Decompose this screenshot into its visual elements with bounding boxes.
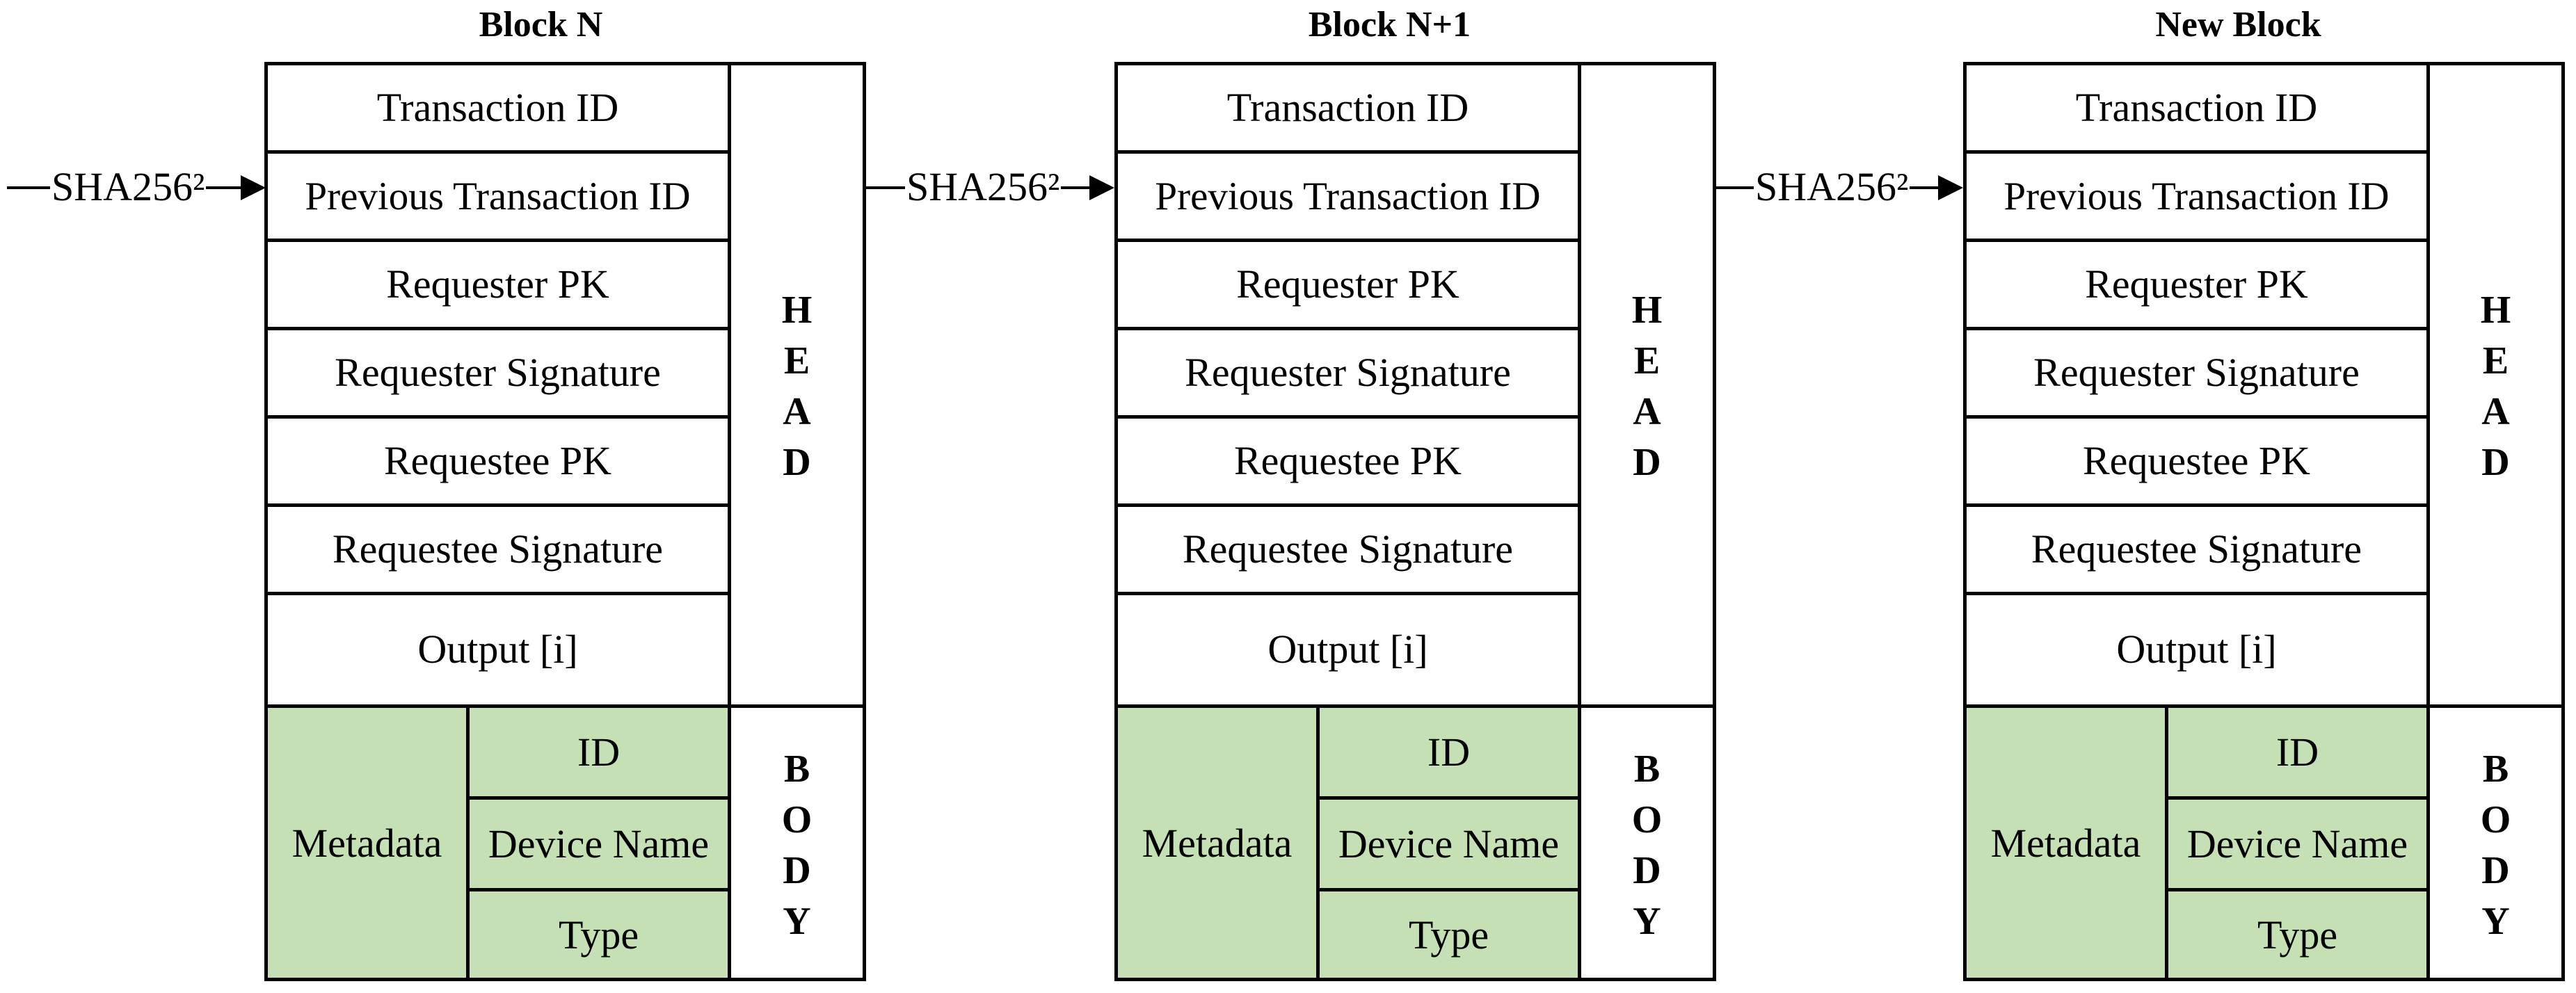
previous-transaction-id-field: Previous Transaction ID — [1963, 150, 2430, 242]
body-letter: B — [1633, 748, 1661, 791]
metadata-cell: Metadata — [264, 704, 470, 981]
metadata-type-field: Type — [1316, 888, 1581, 981]
requester-pk-field: Requester PK — [1963, 239, 2430, 330]
body-letter: D — [783, 849, 811, 892]
hash-link-label: SHA256² — [50, 164, 207, 210]
head-letter: A — [783, 390, 811, 433]
body-letter: O — [1631, 798, 1663, 841]
head-letter: E — [2482, 339, 2509, 382]
requestee-signature-field: Requestee Signature — [1963, 503, 2430, 595]
previous-transaction-id-field: Previous Transaction ID — [1114, 150, 1581, 242]
transaction-id-field: Transaction ID — [264, 62, 731, 154]
head-letter: D — [1633, 441, 1661, 484]
metadata-device-name-field: Device Name — [1316, 796, 1581, 891]
head-section-label: H E A D — [1578, 62, 1716, 708]
body-letter: Y — [783, 900, 811, 943]
metadata-id-field: ID — [1316, 704, 1581, 800]
metadata-device-name-field: Device Name — [2165, 796, 2430, 891]
arrowhead-icon — [241, 175, 266, 200]
hash-link-arrow-2: SHA256² — [866, 143, 1114, 227]
body-section-label: B O D Y — [1578, 704, 1716, 981]
requester-pk-field: Requester PK — [264, 239, 731, 330]
requestee-pk-field: Requestee PK — [264, 415, 731, 507]
block-n: Transaction ID Previous Transaction ID R… — [264, 62, 866, 981]
metadata-cell: Metadata — [1963, 704, 2168, 981]
head-letter: D — [2481, 441, 2510, 484]
metadata-label: Metadata — [1142, 820, 1293, 866]
metadata-device-name-field: Device Name — [466, 796, 731, 891]
requester-signature-field: Requester Signature — [1114, 327, 1581, 419]
metadata-id-field: ID — [2165, 704, 2430, 800]
metadata-cell: Metadata — [1114, 704, 1320, 981]
hash-link-arrow-1: SHA256² — [7, 143, 266, 227]
metadata-id-field: ID — [466, 704, 731, 800]
body-section-label: B O D Y — [2426, 704, 2565, 981]
body-letter: O — [781, 798, 813, 841]
requester-pk-field: Requester PK — [1114, 239, 1581, 330]
requestee-signature-field: Requestee Signature — [1114, 503, 1581, 595]
body-letter: D — [2481, 849, 2510, 892]
requestee-signature-field: Requestee Signature — [264, 503, 731, 595]
output-field: Output [i] — [1963, 592, 2430, 708]
head-letter: E — [783, 339, 810, 382]
body-letter: Y — [1633, 900, 1661, 943]
body-letter: O — [2480, 798, 2511, 841]
new-block: Transaction ID Previous Transaction ID R… — [1963, 62, 2565, 981]
head-letter: E — [1633, 339, 1661, 382]
requestee-pk-field: Requestee PK — [1114, 415, 1581, 507]
metadata-label: Metadata — [1990, 820, 2141, 866]
arrowhead-icon — [1089, 175, 1114, 200]
head-section-label: H E A D — [2426, 62, 2565, 708]
head-letter: D — [783, 441, 811, 484]
requester-signature-field: Requester Signature — [264, 327, 731, 419]
head-letter: H — [2480, 289, 2511, 332]
block-title-2: Block N+1 — [1308, 5, 1471, 45]
body-letter: B — [2482, 748, 2509, 791]
head-letter: A — [1633, 390, 1661, 433]
previous-transaction-id-field: Previous Transaction ID — [264, 150, 731, 242]
hash-link-label: SHA256² — [1754, 164, 1910, 210]
arrowhead-icon — [1938, 175, 1963, 200]
transaction-id-field: Transaction ID — [1114, 62, 1581, 154]
requester-signature-field: Requester Signature — [1963, 327, 2430, 419]
hash-link-arrow-3: SHA256² — [1715, 143, 1963, 227]
body-letter: D — [1633, 849, 1661, 892]
transaction-id-field: Transaction ID — [1963, 62, 2430, 154]
head-letter: A — [2481, 390, 2510, 433]
head-letter: H — [1631, 289, 1663, 332]
head-letter: H — [781, 289, 813, 332]
hash-link-label: SHA256² — [905, 164, 1062, 210]
block-title-3: New Block — [2155, 5, 2321, 45]
body-section-label: B O D Y — [728, 704, 866, 981]
block-title-1: Block N — [479, 5, 603, 45]
output-field: Output [i] — [264, 592, 731, 708]
body-letter: Y — [2481, 900, 2510, 943]
head-section-label: H E A D — [728, 62, 866, 708]
output-field: Output [i] — [1114, 592, 1581, 708]
metadata-label: Metadata — [291, 820, 442, 866]
block-n-plus-1: Transaction ID Previous Transaction ID R… — [1114, 62, 1716, 981]
body-letter: B — [783, 748, 810, 791]
requestee-pk-field: Requestee PK — [1963, 415, 2430, 507]
metadata-type-field: Type — [2165, 888, 2430, 981]
metadata-type-field: Type — [466, 888, 731, 981]
